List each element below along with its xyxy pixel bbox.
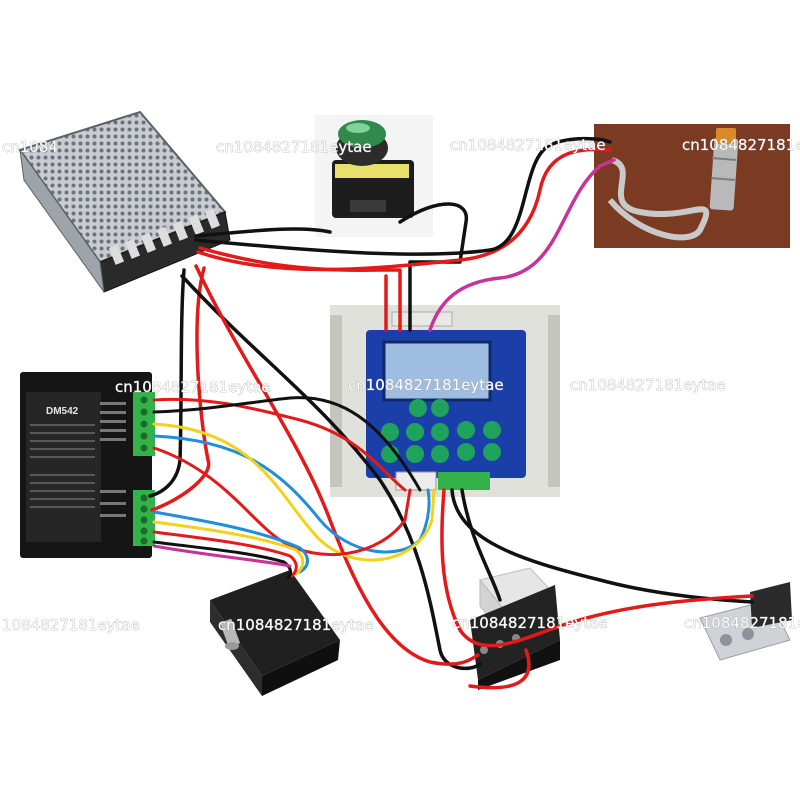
wire-yellow xyxy=(152,422,436,562)
wire-red xyxy=(152,530,298,578)
wire-black xyxy=(180,274,482,671)
watermark: cn1084827181eytae xyxy=(452,614,608,632)
watermark: cn1084827181eytae xyxy=(348,376,504,394)
watermark: cn1084827181eytae xyxy=(684,614,800,632)
relay xyxy=(470,567,560,690)
stepper-driver-power-terminal xyxy=(133,490,155,546)
controller-key xyxy=(483,421,501,439)
controller-bottom-terminals xyxy=(395,471,490,491)
wire-black xyxy=(194,136,612,256)
wire-black xyxy=(460,488,502,602)
watermark: cn1084827181eytae xyxy=(682,136,800,154)
controller-key xyxy=(457,443,475,461)
wire-red xyxy=(194,264,480,666)
controller-display xyxy=(382,340,492,402)
stepper-motor-icon xyxy=(210,570,340,696)
wire-black xyxy=(398,202,469,332)
stepper-driver: DM542 xyxy=(20,372,155,558)
watermark: 1084827181eytae xyxy=(2,616,140,634)
wire-blue xyxy=(152,510,309,574)
wire-magenta xyxy=(152,544,292,568)
controller xyxy=(330,305,560,497)
wire-yellow xyxy=(152,520,305,576)
wire-black xyxy=(152,396,422,492)
wire-red xyxy=(198,246,402,332)
relay-icon xyxy=(470,567,560,690)
controller-key xyxy=(406,423,424,441)
controller-key xyxy=(431,445,449,463)
watermark: cn1084827181eytae xyxy=(570,376,726,394)
wires xyxy=(148,136,754,690)
watermark: cn1084827181eytae xyxy=(216,138,372,156)
wire-red xyxy=(468,648,531,690)
watermark: cn1084827181eytae xyxy=(115,378,271,396)
wire-blue xyxy=(152,434,431,554)
push-button-icon xyxy=(332,120,414,218)
power-supply-terminals xyxy=(108,208,221,265)
solenoid-valve xyxy=(699,582,792,661)
controller-key xyxy=(457,421,475,439)
stepper-driver-icon xyxy=(20,372,152,558)
solenoid-valve-icon xyxy=(699,582,792,661)
wire-black xyxy=(194,227,332,238)
proximity-sensor xyxy=(594,124,790,248)
controller-keypad xyxy=(381,399,501,463)
push-button xyxy=(315,115,433,237)
wire-red xyxy=(196,147,612,272)
wire-red xyxy=(440,488,754,648)
watermark: cn1084827181eytae xyxy=(450,136,606,154)
wire-black xyxy=(148,268,186,498)
wire-red xyxy=(152,397,407,492)
controller-key xyxy=(409,399,427,417)
controller-key xyxy=(431,399,449,417)
power-supply xyxy=(18,110,231,293)
controller-key xyxy=(406,445,424,463)
watermark: cn1084827181eytae xyxy=(218,616,374,634)
controller-key xyxy=(431,423,449,441)
controller-key xyxy=(381,423,399,441)
watermark: cn1084 xyxy=(2,138,58,156)
stepper-motor xyxy=(210,570,340,696)
stepper-driver-model: DM542 xyxy=(46,406,79,417)
watermarks: cn1084 cn1084827181eytae cn1084827181eyt… xyxy=(2,136,800,635)
proximity-sensor-icon xyxy=(607,128,739,241)
wire-black xyxy=(152,540,293,580)
stepper-driver-signal-terminal xyxy=(133,392,155,456)
wire-magenta xyxy=(428,158,616,332)
controller-key xyxy=(483,443,501,461)
wire-red xyxy=(150,266,211,512)
